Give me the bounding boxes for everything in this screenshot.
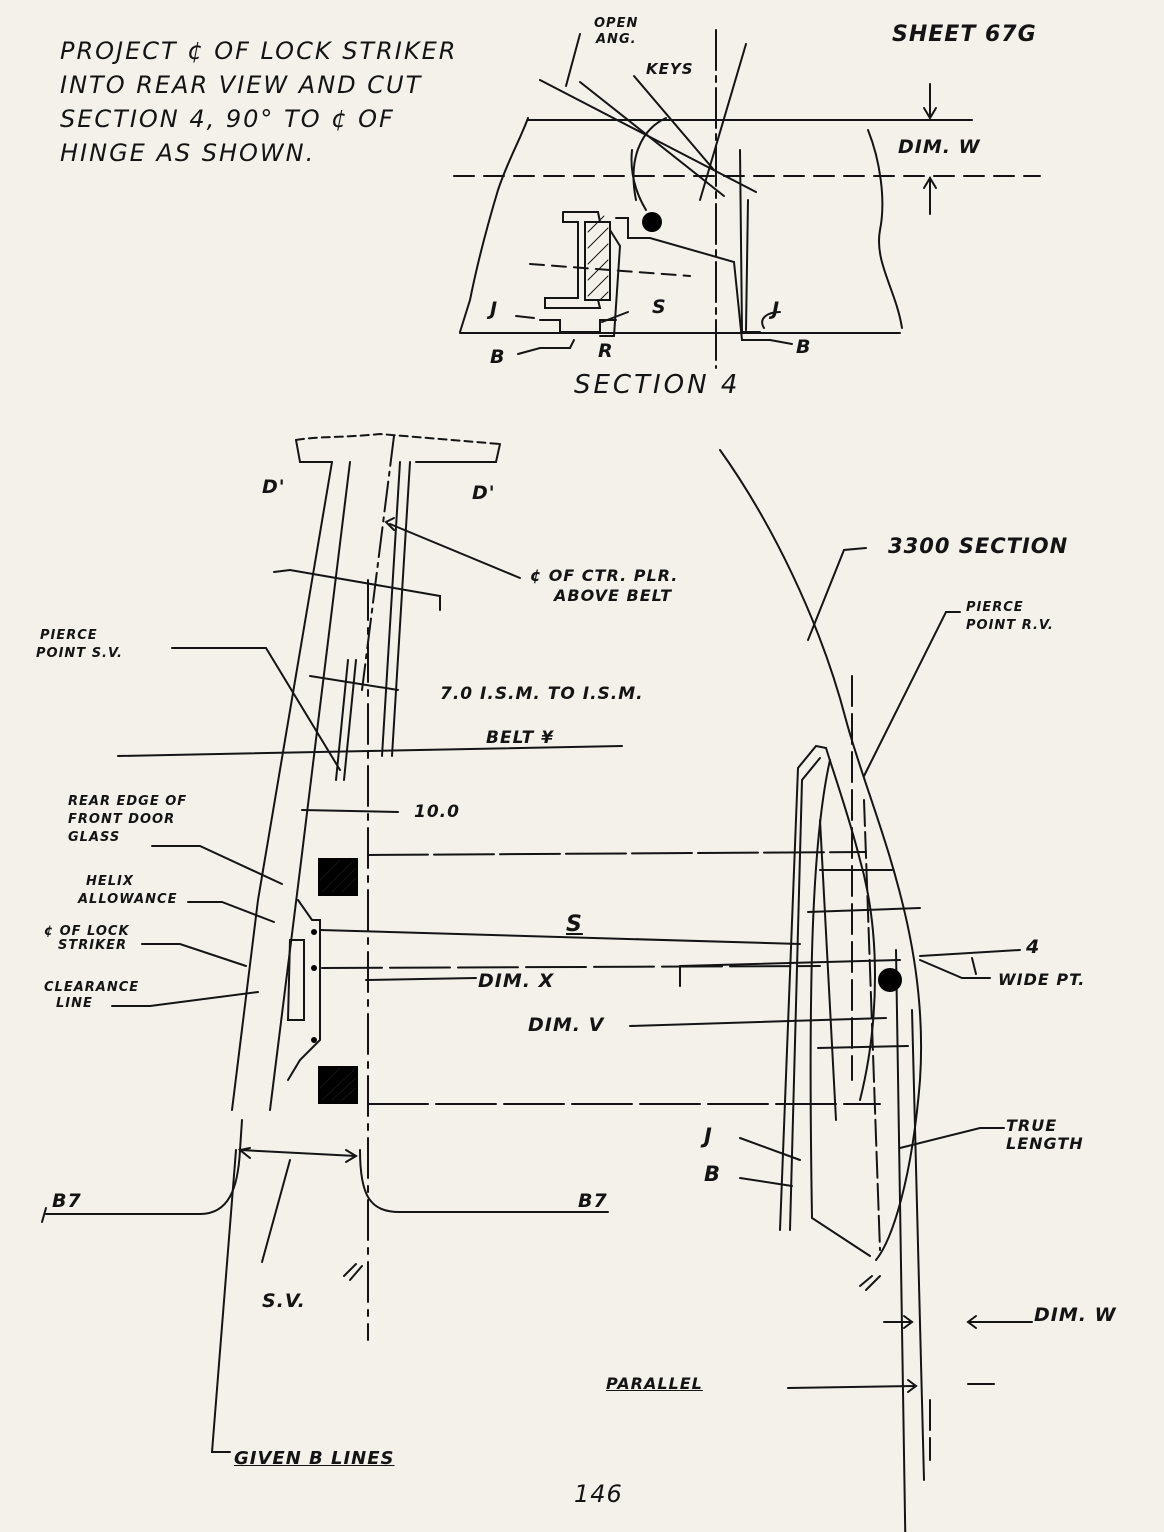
s-mark-label: S (566, 912, 583, 937)
note-line: SECTION 4, 90° TO ¢ OF (60, 105, 395, 133)
note-line: PROJECT ¢ OF LOCK STRIKER (60, 37, 458, 65)
side-view-diagram (41, 432, 887, 1453)
section-4-diagram (453, 29, 1041, 369)
b-rear-label: B (704, 1162, 722, 1186)
clearance-label-2: LINE (56, 996, 93, 1011)
ctr-pillar-label-2: ABOVE BELT (554, 586, 673, 605)
d-prime-right: D' (472, 482, 496, 504)
dim-x-label: DIM. X (478, 970, 555, 992)
pierce-point-sv-label: PIERCE (40, 628, 98, 643)
instruction-note: PROJECT ¢ OF LOCK STRIKER INTO REAR VIEW… (60, 34, 457, 170)
lock-striker-label-2: STRIKER (58, 938, 128, 953)
pierce-point-sv-label-2: POINT S.V. (36, 646, 123, 661)
clearance-label: CLEARANCE (44, 980, 140, 995)
helix-label: HELIX (86, 874, 134, 889)
true-length-label: TRUE (1006, 1116, 1058, 1135)
parallel-label: PARALLEL (606, 1374, 703, 1393)
section-3300-label: 3300 SECTION (888, 534, 1069, 558)
dim-w-label: DIM. W (898, 136, 981, 158)
dim-v-label: DIM. V (528, 1014, 605, 1036)
ctr-pillar-label: ¢ OF CTR. PLR. (530, 566, 679, 585)
open-ang-label: OPEN (594, 16, 639, 31)
b-right-label: B (796, 336, 812, 358)
section-4-title: SECTION 4 (574, 370, 741, 400)
note-line: HINGE AS SHOWN. (60, 139, 316, 167)
given-lines-label: GIVEN B LINES (234, 1448, 395, 1469)
j-right-label: J (772, 298, 781, 320)
belt-label: BELT ¥ (486, 728, 554, 748)
dim-10-label: 10.0 (414, 802, 460, 822)
b7-right-label: B7 (578, 1190, 608, 1212)
dim-w-rear-label: DIM. W (1034, 1304, 1117, 1326)
section-4-marker: 4 (1026, 936, 1041, 958)
sv-label: S.V. (262, 1290, 306, 1312)
ism-dimension: 7.0 I.S.M. TO I.S.M. (440, 684, 644, 704)
b7-left-label: B7 (52, 1190, 82, 1212)
rear-view-diagram (343, 449, 1033, 1532)
j-left-label: J (490, 298, 499, 320)
rear-edge-label-3: GLASS (68, 830, 121, 845)
wide-point-label: WIDE PT. (998, 970, 1086, 989)
page-number: 146 (574, 1480, 623, 1508)
helix-label-2: ALLOWANCE (78, 892, 178, 907)
lock-striker-label: ¢ OF LOCK (44, 924, 130, 939)
true-length-label-2: LENGTH (1006, 1134, 1084, 1153)
rear-edge-label: REAR EDGE OF (68, 794, 188, 809)
b-left-label: B (490, 346, 506, 368)
d-prime-left: D' (262, 476, 286, 498)
pierce-point-rv-label: PIERCE (966, 600, 1024, 615)
keys-label: KEYS (646, 60, 694, 78)
j-rear-label: J (704, 1124, 713, 1148)
rear-edge-label-2: FRONT DOOR (68, 812, 176, 827)
s-label: S (652, 296, 667, 318)
note-line: INTO REAR VIEW AND CUT (60, 71, 423, 99)
open-ang-label-2: ANG. (596, 32, 637, 47)
pierce-point-rv-label-2: POINT R.V. (966, 618, 1054, 633)
r-label: R (598, 340, 614, 362)
sheet-number: SHEET 67g (892, 22, 1037, 47)
